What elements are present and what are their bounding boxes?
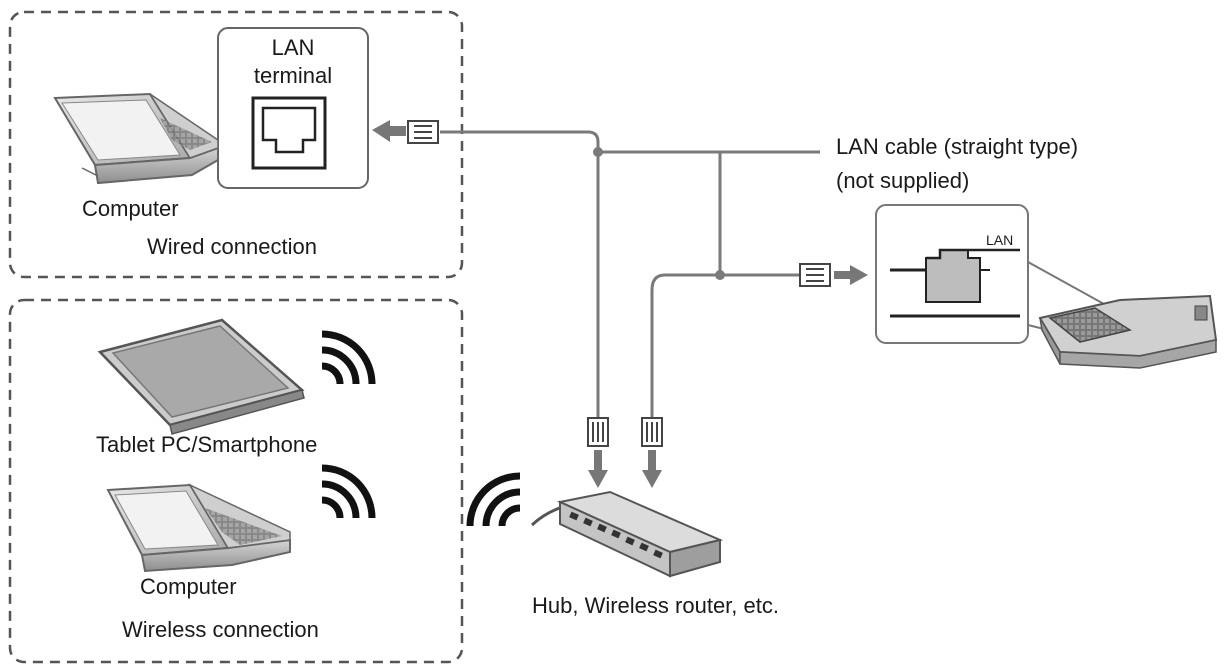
computer-wireless-label: Computer — [140, 574, 237, 599]
lan-terminal-label-line1: LAN — [271, 35, 315, 60]
wifi-signal-icon — [321, 464, 376, 519]
arrow-icon — [588, 450, 608, 488]
lan-terminal-label: LAN terminal — [218, 34, 368, 90]
wireless-group-box — [8, 298, 464, 664]
rj45-plug-icon — [587, 417, 609, 447]
lan-port-icon — [890, 248, 1020, 318]
cable-junction — [715, 270, 725, 280]
computer-wired-label: Computer — [82, 196, 179, 221]
wifi-signal-icon — [466, 472, 521, 527]
laptop-icon — [53, 92, 219, 185]
rj45-plug-icon — [641, 417, 663, 447]
lan-port-icon — [251, 96, 327, 170]
rj45-plug-icon — [799, 263, 831, 287]
tablet-icon — [97, 318, 305, 435]
arrow-icon — [834, 265, 868, 285]
projector-icon — [1038, 294, 1218, 369]
wifi-signal-icon — [321, 330, 376, 385]
projector-lan-port-label: LAN — [986, 232, 1014, 248]
lan-cables — [440, 130, 820, 420]
router-icon — [530, 490, 724, 578]
laptop-icon — [106, 483, 291, 573]
hub-label: Hub, Wireless router, etc. — [532, 593, 779, 618]
lan-cable-label: LAN cable (straight type) — [836, 134, 1079, 159]
not-supplied-label: (not supplied) — [836, 168, 970, 193]
rj45-plug-icon — [407, 120, 439, 144]
arrow-icon — [372, 120, 406, 142]
wired-group-box — [8, 10, 464, 279]
arrow-icon — [642, 450, 662, 488]
wireless-connection-label: Wireless connection — [122, 617, 319, 642]
cable-junction — [593, 147, 603, 157]
wired-connection-label: Wired connection — [147, 234, 317, 259]
tablet-label: Tablet PC/Smartphone — [96, 432, 318, 457]
lan-terminal-label-line2: terminal — [253, 63, 333, 88]
